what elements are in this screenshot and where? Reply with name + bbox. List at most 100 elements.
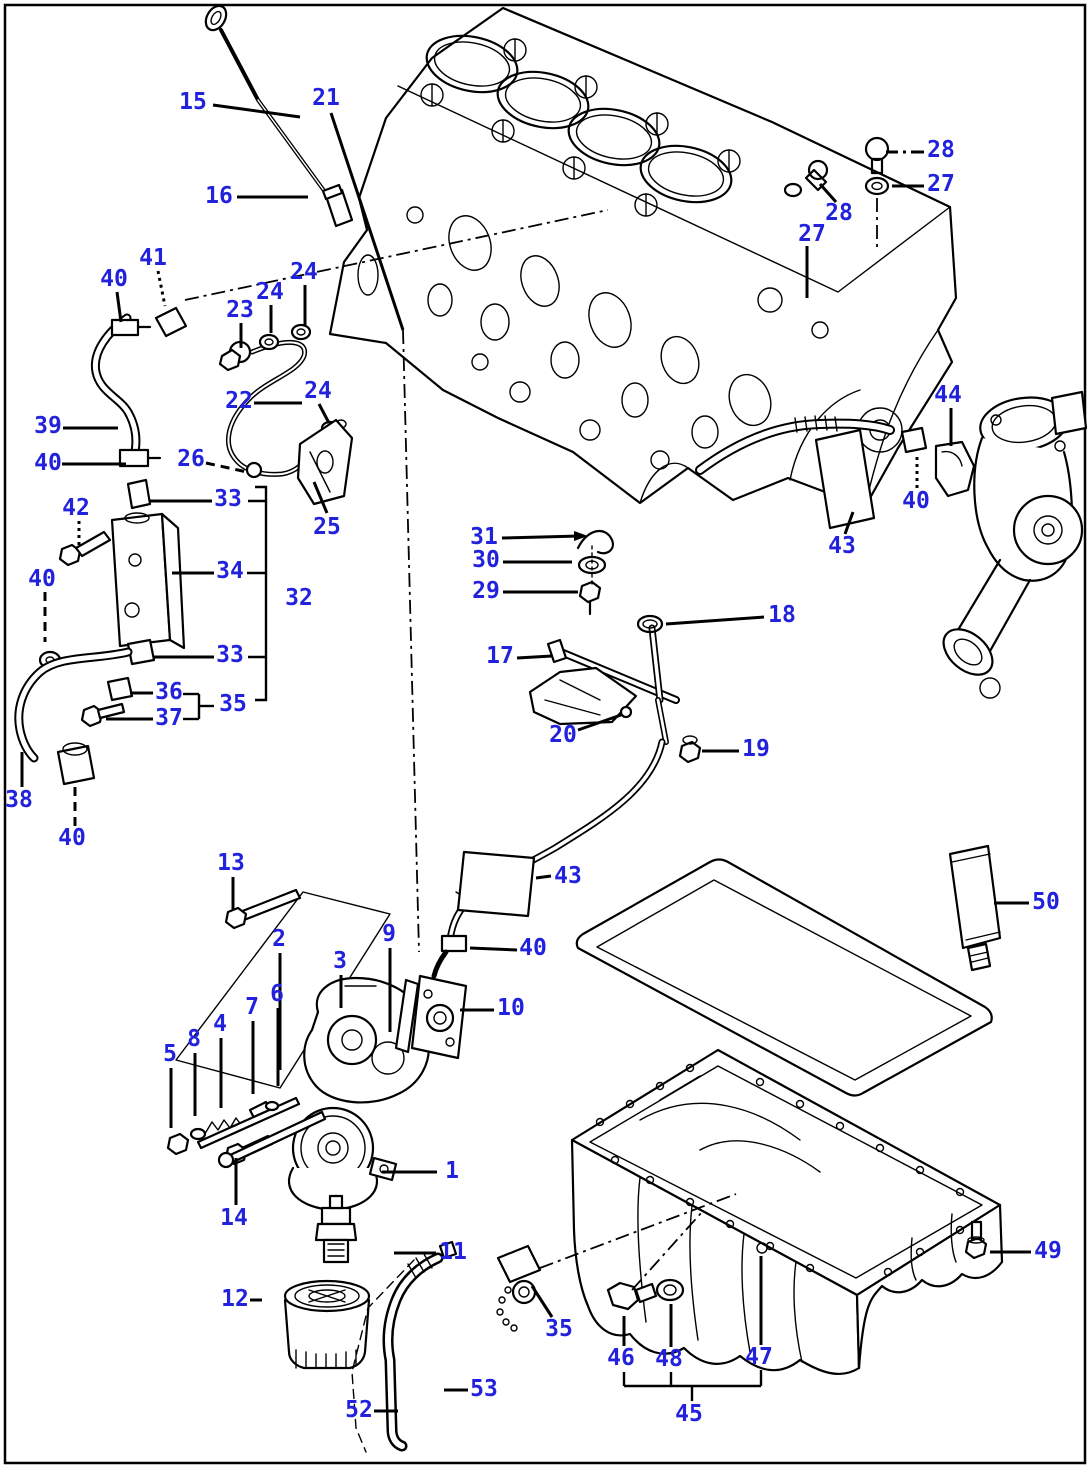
- part-number-52: 52: [345, 1397, 373, 1423]
- leader-line: [535, 874, 552, 880]
- callout-16-2: 16: [205, 183, 308, 209]
- page-border: [3, 3, 1087, 1465]
- leader-line: [312, 481, 329, 514]
- part-number-19: 19: [742, 736, 770, 762]
- callout-31-32: 31: [470, 524, 588, 550]
- leader-line: [469, 946, 518, 952]
- part-number-44: 44: [934, 382, 962, 408]
- leader-line: [530, 1285, 554, 1318]
- callout-49-60: 49: [990, 1238, 1062, 1264]
- part-number-12: 12: [221, 1286, 249, 1312]
- callout-20-37: 20: [549, 713, 622, 748]
- bolt-19: [678, 740, 702, 764]
- leader-line: [516, 654, 553, 660]
- oil-pan-group: [570, 844, 1004, 1376]
- leader-line: [317, 403, 331, 424]
- part-number-48: 48: [655, 1346, 683, 1372]
- elbow-40d: [56, 744, 96, 786]
- part-number-4: 4: [213, 1011, 227, 1037]
- part-number-36: 36: [155, 679, 183, 705]
- callout-10-45: 10: [460, 995, 525, 1021]
- washer-24a: [258, 333, 280, 351]
- group-bracket-35: [183, 692, 214, 721]
- head-bolt-holes: [420, 38, 741, 217]
- fitting-41: [154, 306, 188, 338]
- callout-28-3: 28: [886, 137, 955, 163]
- assembly-axis-line: [184, 209, 609, 301]
- leader-line: [115, 291, 123, 323]
- callout-17-36: 17: [486, 643, 553, 669]
- part-number-46: 46: [607, 1345, 635, 1371]
- clip-18: [636, 614, 664, 634]
- callout-24-9: 24: [290, 259, 318, 325]
- callout-19-38: 19: [702, 736, 770, 762]
- bolt-37: [80, 704, 104, 728]
- part-number-30: 30: [472, 547, 500, 573]
- leader-line: [156, 270, 167, 307]
- callout-4-48: 4: [213, 1011, 227, 1108]
- relief-valve-parts-4-8: [166, 1096, 327, 1169]
- callout-53-63: 53: [444, 1376, 498, 1402]
- callout-33-17: 33: [150, 486, 242, 512]
- strainer-1: [287, 1106, 398, 1212]
- gasket-48: [655, 1278, 685, 1302]
- grommet-30: [577, 555, 607, 575]
- callout-40-28: 40: [58, 786, 86, 851]
- washer-27: [864, 176, 890, 196]
- part-number-11: 11: [439, 1239, 467, 1265]
- part-number-9: 9: [382, 921, 396, 947]
- callout-27-4: 27: [892, 171, 955, 197]
- callout-11-53: 11: [394, 1239, 467, 1265]
- callout-30-33: 30: [472, 547, 572, 573]
- part-number-40: 40: [28, 566, 56, 592]
- oil-pan: [570, 1048, 1004, 1376]
- callout-36-24: 36: [130, 679, 183, 705]
- callout-26-16: 26: [177, 446, 248, 474]
- nipple-36: [106, 676, 134, 702]
- part-number-5: 5: [163, 1041, 177, 1067]
- bolt-set-28-27: [783, 136, 890, 198]
- part-number-27: 27: [798, 221, 826, 247]
- group-bracket-45: [622, 1370, 763, 1401]
- part-number-28: 28: [927, 137, 955, 163]
- pan-gasket: [575, 858, 993, 1097]
- part-number-3: 3: [333, 948, 347, 974]
- nipple-33a: [126, 478, 152, 510]
- part-number-40: 40: [34, 450, 62, 476]
- part-number-13: 13: [217, 850, 245, 876]
- cover-43a: [456, 850, 536, 918]
- assembly-axis-line: [539, 1193, 737, 1269]
- callout-15-0: 15: [179, 89, 301, 119]
- bolt-28b: [807, 159, 829, 181]
- leader-line: [329, 112, 405, 331]
- nipple-33b: [126, 638, 156, 666]
- bolt-28: [864, 136, 890, 162]
- leader-arrowhead: [574, 531, 588, 541]
- part-number-23: 23: [226, 297, 254, 323]
- part-number-1: 1: [445, 1158, 459, 1184]
- part-number-33: 33: [216, 642, 244, 668]
- part-number-38: 38: [5, 787, 33, 813]
- callout-5-50: 5: [163, 1041, 177, 1128]
- leader-line: [843, 511, 855, 535]
- bolt-49: [964, 1220, 988, 1260]
- callout-43-31: 43: [828, 511, 856, 559]
- part-number-35: 35: [545, 1316, 573, 1342]
- part-number-47: 47: [745, 1344, 773, 1370]
- callout-40-43: 40: [469, 935, 547, 961]
- callout-28-5: 28: [818, 183, 853, 226]
- part-number-8: 8: [187, 1026, 201, 1052]
- cock-31: [576, 530, 614, 555]
- part-number-28: 28: [825, 200, 853, 226]
- part-number-15: 15: [179, 89, 207, 115]
- part-number-16: 16: [205, 183, 233, 209]
- callout-52-62: 52: [345, 1397, 398, 1423]
- callout-45-59: 45: [675, 1401, 703, 1427]
- callout-47-58: 47: [745, 1256, 773, 1370]
- leader-line: [212, 103, 301, 119]
- clamp-40a: [110, 318, 140, 337]
- drain-hole-47: [756, 1242, 768, 1254]
- part-number-24: 24: [304, 378, 332, 404]
- callout-23-11: 23: [226, 297, 254, 348]
